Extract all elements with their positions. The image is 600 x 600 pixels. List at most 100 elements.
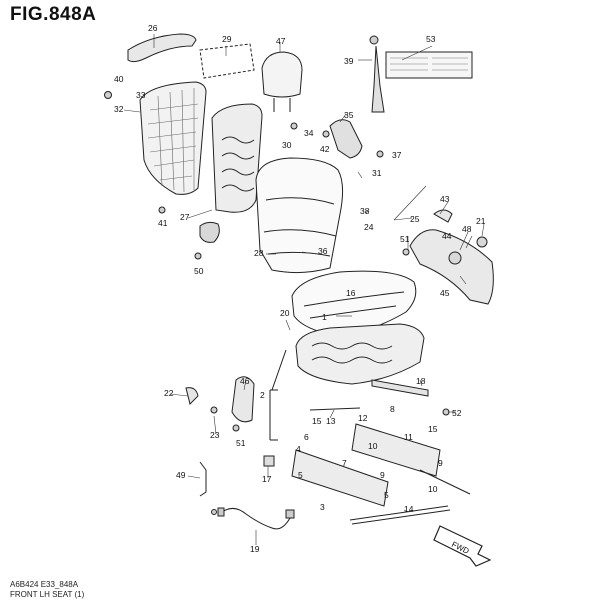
callout-40: 40 <box>114 74 124 84</box>
seatback-cushion <box>255 157 344 274</box>
callout-3: 3 <box>320 502 325 512</box>
figure-code: A6B424 E33_848A <box>10 580 79 589</box>
callout-6: 6 <box>304 432 309 442</box>
rail-inner-right <box>351 423 441 477</box>
seat-frame-springs <box>311 342 393 364</box>
callout-19: 19 <box>250 544 260 554</box>
warning-label <box>385 51 473 79</box>
callout-16: 16 <box>346 288 356 298</box>
callout-14: 14 <box>404 504 414 514</box>
callout-15-right: 15 <box>428 424 438 434</box>
callout-33: 33 <box>136 90 146 100</box>
callout-17: 17 <box>262 474 272 484</box>
callout-21: 21 <box>476 216 486 226</box>
callout-5-upper: 5 <box>298 470 303 480</box>
callout-20: 20 <box>280 308 290 318</box>
connector-a <box>285 509 295 519</box>
callout-1: 1 <box>322 312 327 322</box>
callout-9-upper: 9 <box>438 458 443 468</box>
seatback-springs <box>221 136 255 192</box>
callout-11: 11 <box>404 432 413 442</box>
callout-27: 27 <box>180 212 190 222</box>
callout-35: 35 <box>344 110 354 120</box>
callout-32: 32 <box>114 104 124 114</box>
callout-31: 31 <box>372 168 382 178</box>
callout-48: 48 <box>462 224 472 234</box>
callout-9-lower: 9 <box>380 470 385 480</box>
callout-25: 25 <box>410 214 420 224</box>
callout-28: 28 <box>254 248 264 258</box>
callout-38: 38 <box>360 206 370 216</box>
lifter-knob <box>476 236 488 248</box>
callout-51-lower: 51 <box>236 438 246 448</box>
callout-41: 41 <box>158 218 168 228</box>
seat-frame <box>295 323 425 385</box>
callout-18: 18 <box>416 376 426 386</box>
callout-5-lower: 5 <box>384 490 389 500</box>
callout-44: 44 <box>442 231 452 241</box>
seat-side-bar <box>371 379 429 397</box>
callout-7: 7 <box>342 458 347 468</box>
side-shield <box>409 229 494 305</box>
callout-26: 26 <box>148 23 158 33</box>
callout-2: 2 <box>260 390 265 400</box>
figure-title: FIG.848A <box>10 4 97 25</box>
callout-8: 8 <box>390 404 395 414</box>
callout-10-lower: 10 <box>428 484 438 494</box>
callout-12: 12 <box>358 413 368 423</box>
shield-46 <box>231 376 255 423</box>
callout-43: 43 <box>440 194 450 204</box>
leader-2 <box>271 349 287 391</box>
small-cover-43 <box>433 209 453 223</box>
leader-lines <box>123 34 485 545</box>
recliner-knob <box>448 251 462 265</box>
fwd-arrow <box>433 525 492 567</box>
callout-53: 53 <box>426 34 436 44</box>
side-trim-upper <box>329 119 363 159</box>
callout-39: 39 <box>344 56 354 66</box>
fasteners <box>104 35 450 515</box>
callout-45: 45 <box>440 288 450 298</box>
callout-13: 13 <box>326 416 336 426</box>
callout-49: 49 <box>176 470 186 480</box>
floor-bar-short <box>419 469 471 495</box>
callout-4: 4 <box>296 444 301 454</box>
callout-24: 24 <box>364 222 374 232</box>
callout-42: 42 <box>320 144 330 154</box>
headrest <box>261 51 303 98</box>
floor-bar-14 <box>349 505 451 525</box>
callout-46: 46 <box>240 376 250 386</box>
callout-50: 50 <box>194 266 204 276</box>
callout-30: 30 <box>282 140 292 150</box>
seatback-frame <box>211 103 263 213</box>
callout-34: 34 <box>304 128 314 138</box>
callout-10-upper: 10 <box>368 441 378 451</box>
rail-inner-left <box>291 449 389 507</box>
seatback-panel-grid <box>147 88 199 193</box>
callout-51-upper: 51 <box>400 234 410 244</box>
connector-b <box>217 507 225 517</box>
callout-37: 37 <box>392 150 402 160</box>
back-top-cover <box>127 33 197 63</box>
callout-52: 52 <box>452 408 462 418</box>
wiring-harness <box>221 508 291 530</box>
part-17 <box>263 455 275 467</box>
cover-22 <box>185 387 199 405</box>
figure-subtitle: FRONT LH SEAT (1) <box>10 590 85 599</box>
floor-bar-13 <box>309 407 361 411</box>
headrest-posts <box>273 98 291 112</box>
seat-cushion-seams <box>303 291 405 319</box>
callout-15-left: 15 <box>312 416 322 426</box>
callout-36: 36 <box>318 246 328 256</box>
seatback-cushion-seams <box>263 197 337 257</box>
bar-49 <box>199 461 207 497</box>
callout-47: 47 <box>276 36 286 46</box>
seatback-panel <box>139 81 207 195</box>
callout-23: 23 <box>210 430 220 440</box>
callout-29: 29 <box>222 34 232 44</box>
bracket-2 <box>269 389 278 441</box>
recliner-bracket <box>199 221 220 243</box>
strap-39 <box>371 45 385 113</box>
callout-22: 22 <box>164 388 174 398</box>
